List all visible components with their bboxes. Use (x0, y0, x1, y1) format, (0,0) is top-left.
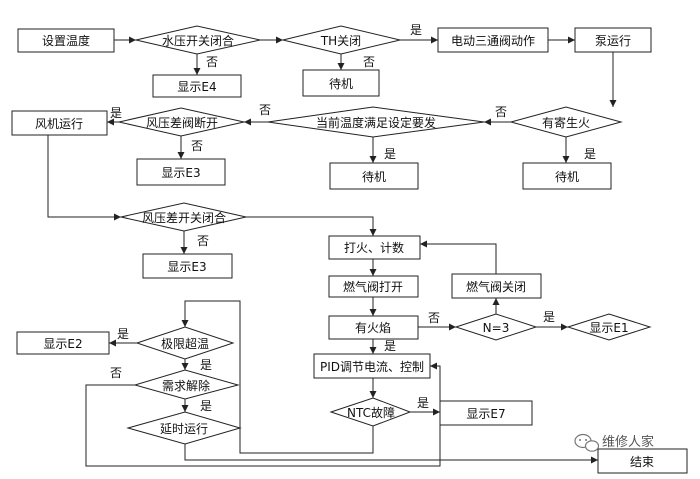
decision-show-e1: 显示E1 (566, 313, 652, 341)
decision-water-pressure-switch: 水压开关闭合 (135, 25, 261, 55)
node-label: 打火、计数 (344, 240, 404, 255)
label-pressure-valve-to-e3-no: 否 (191, 139, 203, 153)
label-flame-to-n3-no: 否 (428, 311, 440, 325)
node-standby-3: 待机 (522, 162, 612, 190)
decision-over-temperature: 极限超温 (135, 326, 235, 360)
node-label: 极限超温 (161, 336, 209, 351)
edges (47, 36, 617, 467)
nodes: 设置温度 水压开关闭合 TH关闭 电动三通阀动作 泵运行 显示E4 待机 (11, 25, 688, 474)
decision-pressure-switch-closed: 风压差开关闭合 (120, 202, 247, 232)
edge-fan-to-pressure-switch (47, 135, 121, 221)
wechat-icon (574, 433, 600, 452)
node-label: 需求解除 (162, 378, 210, 393)
node-label: 风压差开关闭合 (142, 210, 226, 225)
watermark-text: 维修人家 (602, 434, 654, 450)
node-show-e7: 显示E7 (439, 400, 533, 426)
label-residual-to-standby-yes: 是 (584, 147, 596, 161)
node-show-e2: 显示E2 (16, 331, 110, 355)
decision-th-closed: TH关闭 (282, 25, 401, 55)
node-label: 设置温度 (42, 33, 90, 48)
node-label: 有寄生火 (542, 115, 590, 130)
node-label: 显示E2 (43, 337, 82, 351)
node-pump-run: 泵运行 (574, 27, 652, 53)
label-n3-to-e1-yes: 是 (543, 310, 555, 324)
node-label: 风压差阀断开 (146, 115, 218, 130)
node-standby-2: 待机 (329, 162, 419, 190)
label-water-to-e4-no: 否 (206, 55, 218, 69)
node-label: 结束 (630, 455, 654, 469)
label-release-to-delay-yes: 是 (200, 399, 212, 413)
node-show-e3-b: 显示E3 (142, 253, 233, 279)
node-label: 显示E4 (177, 80, 216, 94)
edge-delay-to-end (184, 444, 598, 464)
decision-pressure-valve-open: 风压差阀断开 (118, 107, 245, 137)
node-label: 燃气阀打开 (343, 279, 403, 294)
node-set-temperature: 设置温度 (17, 28, 115, 53)
label-release-no: 否 (110, 366, 122, 380)
node-gas-valve-open: 燃气阀打开 (328, 275, 419, 298)
node-show-e4: 显示E4 (152, 74, 242, 98)
node-has-flame: 有火焰 (328, 315, 419, 340)
decision-demand-release: 需求解除 (133, 369, 240, 400)
node-label: 待机 (329, 77, 353, 91)
label-residual-to-demand-no: 否 (495, 105, 507, 119)
node-standby-1: 待机 (302, 69, 380, 97)
node-label: 显示E1 (589, 321, 628, 335)
node-ignite-count: 打火、计数 (328, 235, 421, 260)
node-pid-control: PID调节电流、控制 (313, 353, 431, 379)
decision-temperature-demand: 当前温度满足设定要发 (267, 106, 485, 138)
label-ntc-to-e7-yes: 是 (417, 396, 429, 410)
edge-gas-close-to-ignite (420, 240, 497, 274)
node-label: N=3 (483, 321, 510, 335)
node-label: 风机运行 (35, 117, 83, 131)
node-label: 电动三通阀动作 (451, 34, 535, 48)
label-overtemp-to-release-yes: 是 (200, 358, 212, 372)
label-demand-to-pressure-no: 否 (259, 103, 271, 117)
label-th-to-valve-yes: 是 (410, 23, 422, 37)
node-label: 泵运行 (595, 34, 631, 48)
node-label: 水压开关闭合 (162, 33, 234, 48)
node-label: 待机 (555, 170, 579, 184)
node-label: 显示E7 (466, 407, 505, 421)
decision-delay-run: 延时运行 (126, 411, 242, 445)
label-flame-to-pid-yes: 是 (384, 339, 396, 353)
node-end: 结束 (597, 448, 688, 474)
node-label: NTC故障 (347, 405, 395, 420)
node-show-e3-a: 显示E3 (136, 158, 226, 186)
edge-ntc-no-loop (181, 300, 374, 454)
node-label: PID调节电流、控制 (320, 360, 424, 374)
node-three-way-valve: 电动三通阀动作 (437, 27, 549, 53)
node-label: 显示E3 (161, 166, 200, 180)
decision-ntc-fault: NTC故障 (329, 397, 412, 427)
node-label: 待机 (362, 170, 386, 184)
watermark: 维修人家 (574, 433, 654, 452)
edge-demand-release-no-to-pid (85, 362, 441, 467)
label-pressure-valve-to-fan-yes: 是 (110, 106, 122, 120)
node-label: TH关闭 (320, 34, 361, 48)
edge-labels: 否 否 是 否 是 否 是 是 否 否 否 是 是 是 是 否 是 是 (110, 23, 596, 413)
node-label: 有火焰 (355, 320, 391, 335)
node-label: 显示E3 (167, 260, 206, 274)
edge-pressure-switch-to-ignite (246, 216, 377, 236)
label-th-to-standby-no: 否 (363, 55, 375, 69)
label-pressure-switch-to-e3-no: 否 (197, 234, 209, 248)
node-label: 燃气阀关闭 (466, 279, 526, 294)
node-fan-run: 风机运行 (11, 110, 108, 136)
node-label: 延时运行 (160, 422, 208, 436)
decision-n-equals-3: N=3 (454, 313, 538, 341)
decision-residual-fire: 有寄生火 (509, 106, 623, 138)
label-overtemp-to-e2-yes: 是 (117, 327, 129, 341)
node-gas-valve-close: 燃气阀关闭 (451, 273, 542, 299)
node-label: 当前温度满足设定要发 (316, 115, 436, 130)
label-demand-to-standby-yes: 是 (384, 147, 396, 161)
